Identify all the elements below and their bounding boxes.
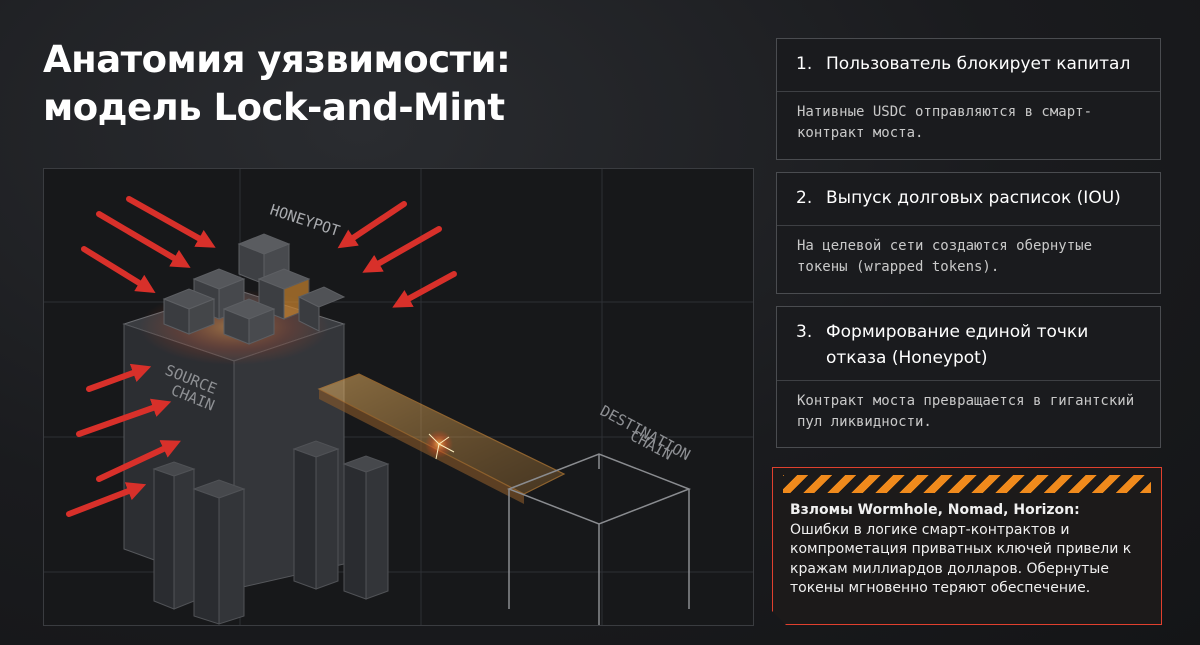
source-chain-block — [122, 233, 390, 625]
step-1-title: Пользователь блокирует капитал — [826, 54, 1131, 74]
step-card-2-header: 2. Выпуск долговых расписок (IOU) — [777, 173, 1160, 226]
step-card-3-header: 3. Формирование единой точки отказа (Hon… — [777, 307, 1160, 381]
bridge-illustration: HONEYPOT SOURCE CHAIN DESTINATION CHAIN — [43, 168, 754, 626]
bridge-beam — [317, 373, 566, 504]
step-card-1-header: 1. Пользователь блокирует капитал — [777, 39, 1160, 92]
step-3-title: Формирование единой точки отказа (Honeyp… — [826, 322, 1089, 368]
bridge-illustration-svg: HONEYPOT SOURCE CHAIN DESTINATION CHAIN — [44, 169, 753, 625]
step-3-number: 3. — [796, 322, 813, 342]
step-1-number: 1. — [796, 54, 813, 74]
alert-title: Взломы Wormhole, Nomad, Horizon: — [790, 502, 1080, 518]
step-1-body: Нативные USDC отправляются в смарт-контр… — [797, 104, 1093, 141]
step-3-body: Контракт моста превращается в гигантский… — [797, 393, 1135, 430]
step-card-2: 2. Выпуск долговых расписок (IOU) На цел… — [776, 172, 1161, 294]
step-2-body: На целевой сети создаются обернутые токе… — [797, 238, 1093, 275]
attack-arrows — [66, 196, 457, 517]
step-card-3: 3. Формирование единой точки отказа (Hon… — [776, 306, 1161, 448]
step-2-number: 2. — [796, 188, 813, 208]
alert-text: Взломы Wormhole, Nomad, Horizon: Ошибки … — [773, 493, 1161, 599]
breach-alert-box: Взломы Wormhole, Nomad, Horizon: Ошибки … — [772, 467, 1162, 625]
step-2-title: Выпуск долговых расписок (IOU) — [826, 188, 1121, 208]
destination-chain-frame — [506, 453, 692, 625]
alert-body: Ошибки в логике смарт-контрактов и компр… — [790, 521, 1132, 596]
page-title-line-2: модель Lock-and-Mint — [43, 86, 505, 129]
page-title: Анатомия уязвимости: модель Lock-and-Min… — [43, 36, 683, 132]
hazard-stripes — [783, 475, 1151, 493]
step-card-1: 1. Пользователь блокирует капитал Нативн… — [776, 38, 1161, 160]
honeypot-label: HONEYPOT — [268, 201, 342, 240]
page-title-line-1: Анатомия уязвимости: — [43, 38, 511, 81]
